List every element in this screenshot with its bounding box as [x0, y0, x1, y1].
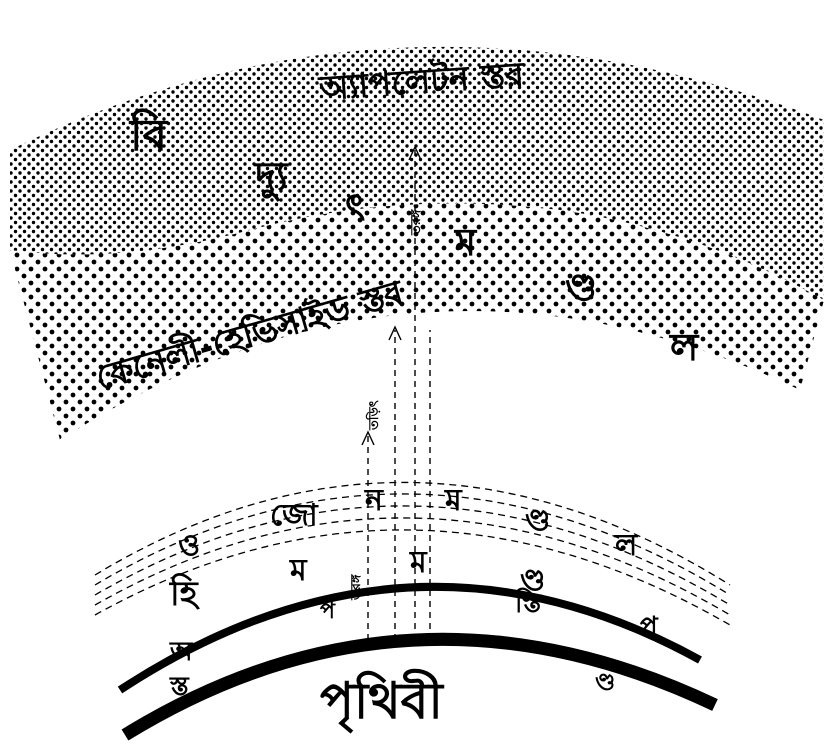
ionosphere-letter-4: ম — [453, 220, 478, 264]
ionosphere-letter-2: দ্যু — [253, 154, 289, 202]
inner-band-letter-1: অ — [169, 637, 194, 667]
ionosphere-letter-3: ৎ — [345, 185, 365, 229]
lower-band-letter-3: প — [640, 612, 659, 642]
ozone-letter-4: ম — [444, 483, 463, 518]
inner-band-letter-3: ণ্ড — [595, 668, 615, 696]
snow-letter-3: ম — [409, 545, 428, 580]
snow-letter-2: ম — [289, 553, 308, 588]
ray-label-2: তরঙ্গ — [409, 208, 424, 236]
ozone-letter-1: ও — [178, 528, 200, 563]
ozone-letter-3: ন — [364, 483, 384, 518]
inner-band-letter-2: স্ত — [169, 672, 190, 702]
ozone-letter-2: জো — [270, 498, 319, 533]
lower-band-letter-1: প — [320, 599, 336, 624]
ray-label-1: তড়িৎ — [365, 400, 382, 431]
ozone-letter-6: ল — [614, 528, 639, 563]
ray-label-3: তরঙ্গ — [349, 573, 364, 601]
snow-letter-1: হি — [169, 573, 201, 614]
ozone-letter-5: ণ্ড — [525, 503, 550, 538]
ionosphere-letter-1: বি — [128, 108, 169, 161]
earth-label: পৃথিবী — [320, 668, 444, 735]
lower-band-letter-2: স্তি — [514, 587, 542, 619]
ionosphere-letter-6: ল — [668, 325, 700, 369]
ionosphere-letter-5: ণ্ড — [565, 265, 597, 309]
